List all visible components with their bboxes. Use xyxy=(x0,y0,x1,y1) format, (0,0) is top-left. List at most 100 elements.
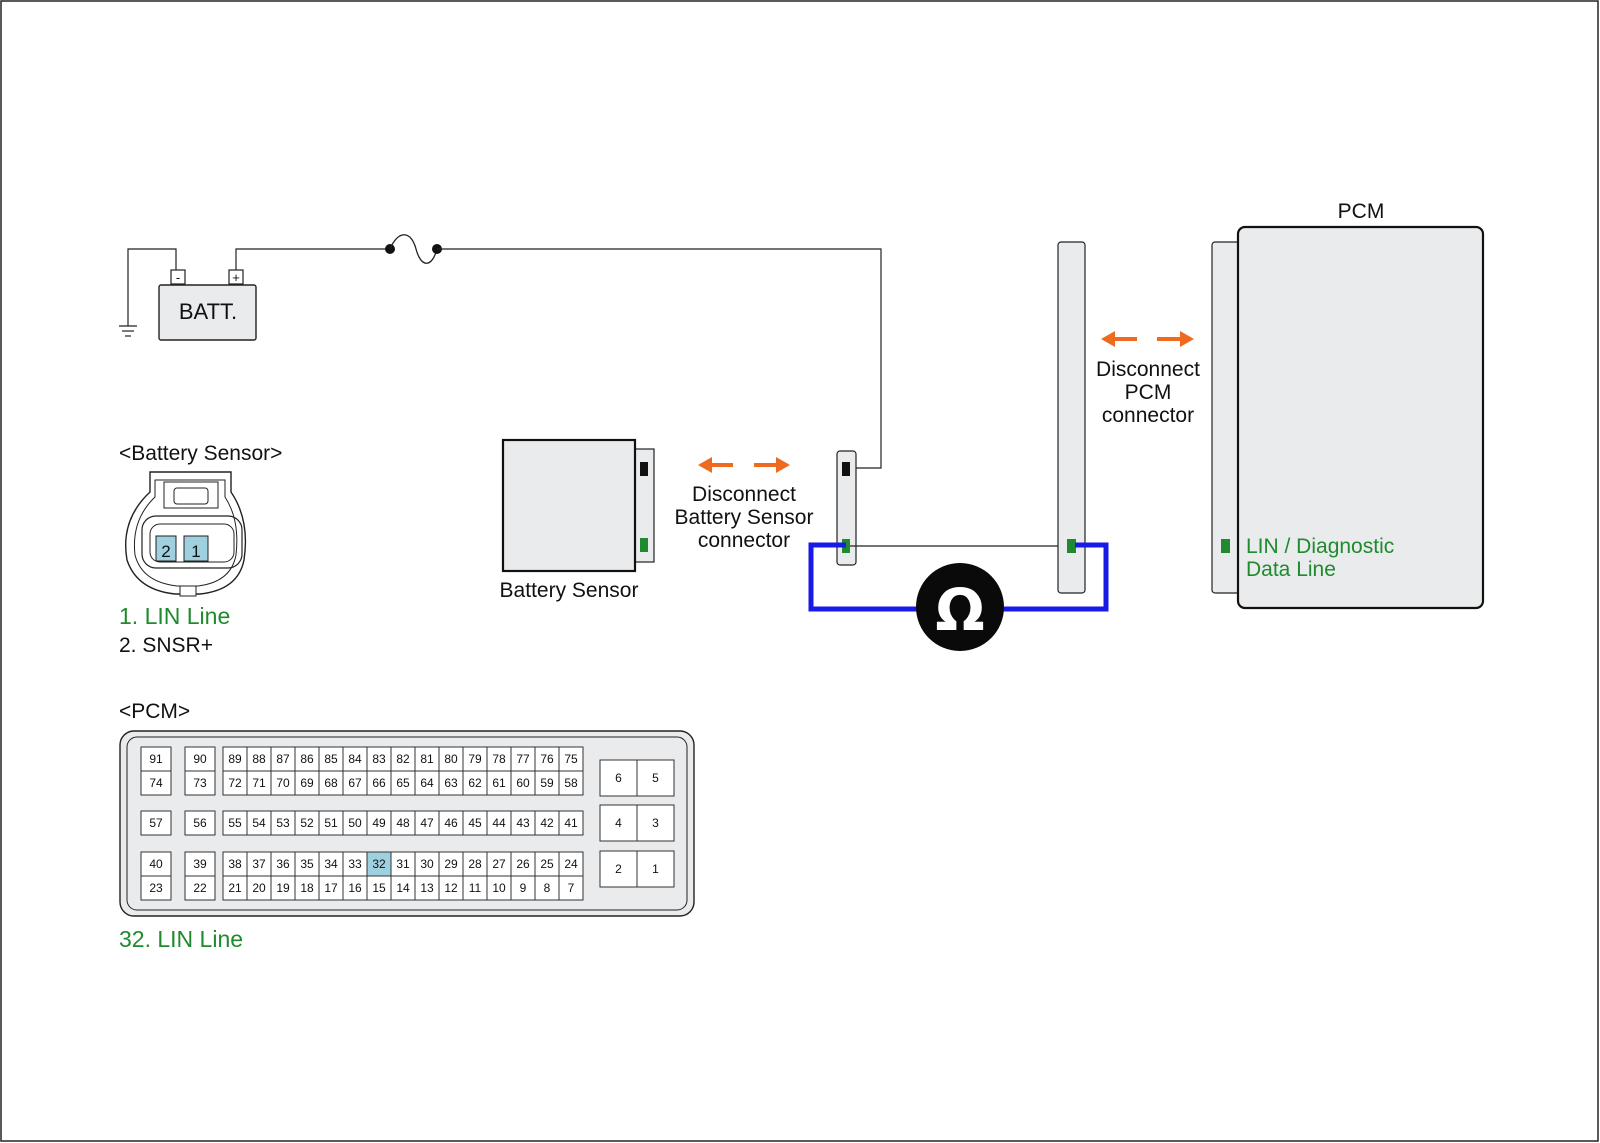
pcm-pin-label: 54 xyxy=(252,816,266,830)
pcm-pin-70 xyxy=(270,770,296,796)
pcm-pin-label: 62 xyxy=(468,776,482,790)
pcm-pin-56 xyxy=(184,810,216,836)
pcm-pin-label: 67 xyxy=(348,776,362,790)
pcm-pin-7 xyxy=(558,875,584,901)
pcm-pin-label: 18 xyxy=(300,881,314,895)
pcm-pin-33 xyxy=(342,851,368,877)
pcm-pin-61 xyxy=(486,770,512,796)
pcm-pin-label: 63 xyxy=(444,776,458,790)
pcm-pin-label: 60 xyxy=(516,776,530,790)
pcm-pin-79 xyxy=(462,746,488,772)
sensor-face-pin-2-label: 2 xyxy=(161,542,170,561)
pcm-pin-49 xyxy=(366,810,392,836)
pcm-pin-9 xyxy=(510,875,536,901)
pcm-pin-16 xyxy=(342,875,368,901)
pcm-pin-label: 2 xyxy=(615,862,622,876)
arrow-right-icon xyxy=(776,457,790,473)
pcm-pin-label: 70 xyxy=(276,776,290,790)
pcm-pin-label: 80 xyxy=(444,752,458,766)
pcm-pin-label: 77 xyxy=(516,752,530,766)
disconnect-pcm-line2: PCM xyxy=(1125,381,1172,404)
pcm-pin-lin xyxy=(1221,539,1230,553)
pcm-pin-label: 47 xyxy=(420,816,434,830)
pcm-pin-52 xyxy=(294,810,320,836)
pcm-pin-58 xyxy=(558,770,584,796)
pcm-pin-label: 29 xyxy=(444,857,458,871)
pcm-pin-label: 73 xyxy=(193,776,207,790)
pcm-pin-label: 46 xyxy=(444,816,458,830)
harness-pcm-pin-lin xyxy=(1067,539,1076,553)
disconnect-sensor-line3: connector xyxy=(698,529,790,552)
battery-plus-sign: + xyxy=(232,270,240,285)
pcm-pin-67 xyxy=(342,770,368,796)
pcm-pin-77 xyxy=(510,746,536,772)
pcm-pin-label: 20 xyxy=(252,881,266,895)
pcm-pin-label: 3 xyxy=(652,816,659,830)
battery-sensor-component: Battery Sensor xyxy=(500,438,655,602)
pcm-pin-label: 66 xyxy=(372,776,386,790)
pcm-pin-label: 16 xyxy=(348,881,362,895)
pcm-pin-1 xyxy=(636,850,675,888)
pcm-pin-label: 42 xyxy=(540,816,554,830)
pcm-pin-label: 52 xyxy=(300,816,314,830)
pcm-pin-label: 13 xyxy=(420,881,434,895)
pcm-pin-24 xyxy=(558,851,584,877)
sensor-legend-lin: 1. LIN Line xyxy=(119,603,230,629)
pcm-pin-72 xyxy=(222,770,248,796)
pcm-pin-20 xyxy=(246,875,272,901)
pcm-pin-label: 69 xyxy=(300,776,314,790)
pcm-pin-label: 45 xyxy=(468,816,482,830)
pcm-pin-13 xyxy=(414,875,440,901)
pcm-pin-46 xyxy=(438,810,464,836)
disconnect-sensor-arrows xyxy=(698,457,790,473)
battery-sensor-connector-title: <Battery Sensor> xyxy=(119,442,282,465)
pcm-pin-12 xyxy=(438,875,464,901)
sensor-face-pin-2 xyxy=(155,535,177,562)
pcm-pin-88 xyxy=(246,746,272,772)
sensor-face-pin-1-label: 1 xyxy=(191,542,200,561)
pcm-pin-label: 75 xyxy=(564,752,578,766)
ohm-symbol: Ω xyxy=(935,576,984,644)
pcm-pin-71 xyxy=(246,770,272,796)
pcm-pin-19 xyxy=(270,875,296,901)
pcm-pin-34 xyxy=(318,851,344,877)
pcm-pin-64 xyxy=(414,770,440,796)
pcm-pin-label: 10 xyxy=(492,881,506,895)
pcm-pin-59 xyxy=(534,770,560,796)
pcm-title: PCM xyxy=(1338,200,1385,223)
pcm-pin-label: 78 xyxy=(492,752,506,766)
pcm-pin-label: 24 xyxy=(564,857,578,871)
pcm-pin-29 xyxy=(438,851,464,877)
battery-sensor-connector-face: <Battery Sensor> 2 1 xyxy=(119,442,282,597)
arrow-right-icon xyxy=(1180,331,1194,347)
disconnect-sensor-line2: Battery Sensor xyxy=(675,506,814,529)
pcm-pin-label: 32 xyxy=(372,857,386,871)
pcm-pin-label: 17 xyxy=(324,881,338,895)
pcm-pin-41 xyxy=(558,810,584,836)
pcm-pin-label: 39 xyxy=(193,857,207,871)
pcm-pin-label: 61 xyxy=(492,776,506,790)
pcm-pin-label: 81 xyxy=(420,752,434,766)
pcm-pin-label: 48 xyxy=(396,816,410,830)
pcm-pin-68 xyxy=(318,770,344,796)
battery-body xyxy=(158,284,257,341)
harness-sensor-connector xyxy=(836,450,857,566)
pcm-pin-65 xyxy=(390,770,416,796)
pcm-pin-label: 49 xyxy=(372,816,386,830)
pcm-pin-28 xyxy=(462,851,488,877)
pcm-pin-label: 83 xyxy=(372,752,386,766)
pcm-pin-label: 51 xyxy=(324,816,338,830)
pcm-pin-label: 5 xyxy=(652,771,659,785)
pcm-pin-label: 88 xyxy=(252,752,266,766)
pcm-pin-label: 11 xyxy=(469,881,482,895)
pcm-pin-label: 56 xyxy=(193,816,207,830)
pcm-pin-6 xyxy=(599,759,638,797)
pcm-pin-label: 91 xyxy=(149,752,163,766)
disconnect-pcm-line1: Disconnect xyxy=(1096,358,1200,381)
pcm-body xyxy=(1236,225,1485,610)
pcm-pin-label: 87 xyxy=(276,752,290,766)
sensor-pin-snsr xyxy=(640,462,648,476)
pcm-pin-label: 84 xyxy=(348,752,362,766)
pcm-legend-lin: 32. LIN Line xyxy=(119,926,243,952)
pcm-pin-22 xyxy=(184,875,216,901)
